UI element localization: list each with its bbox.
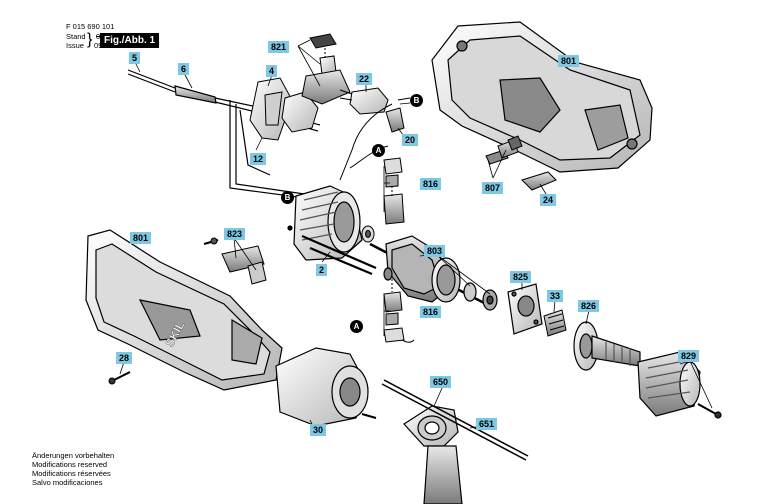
connector-b-upper: B: [410, 94, 423, 107]
armature: [369, 235, 498, 311]
gear-housing: [275, 347, 377, 427]
housing-half-bottom: [85, 229, 283, 391]
part-33-label: 33: [547, 290, 564, 302]
part-5-label: 5: [129, 52, 141, 64]
switch-assembly: [301, 33, 351, 105]
part-12-label: 12: [250, 153, 267, 165]
part-20-label: 20: [402, 134, 419, 146]
part-807-label: 807: [482, 182, 504, 194]
part-816-lower-label: 816: [420, 306, 442, 318]
part-24-label: 24: [540, 194, 557, 206]
footer-line-de: Änderungen vorbehalten: [32, 451, 115, 460]
depth-stop-rod: [381, 379, 529, 461]
field-stator: [287, 185, 363, 261]
screws-807: [485, 135, 523, 165]
part-825-label: 825: [510, 271, 532, 283]
stand-label: Stand: [66, 32, 86, 41]
footer-line-es: Salvo modificaciones: [32, 478, 103, 487]
part-30-label: 30: [310, 424, 327, 436]
drill-chuck: [637, 351, 722, 419]
connector-a-lower: A: [350, 320, 363, 333]
part-22-label: 22: [356, 73, 373, 85]
part-801-top-label: 801: [558, 55, 580, 67]
part-4-label: 4: [266, 65, 278, 77]
part-650-label: 650: [430, 376, 452, 388]
footer-line-fr: Modifications réservées: [32, 469, 111, 478]
part-803-label: 803: [424, 245, 446, 257]
part-2-label: 2: [316, 264, 328, 276]
wire-clip: [385, 107, 405, 133]
stator-bolts: [301, 234, 377, 276]
part-28-label: 28: [116, 352, 133, 364]
issue-label: Issue: [66, 41, 84, 50]
carbon-brush-upper: [383, 157, 405, 225]
gear-shaft: [573, 321, 641, 371]
part-number: F 015 690 101: [66, 22, 115, 31]
carbon-brush-lower: [383, 275, 405, 343]
bearing-plate: [507, 283, 543, 335]
connector-b-lower: B: [281, 191, 294, 204]
figure-label: Fig./Abb. 1: [100, 33, 160, 48]
leader-lines: [119, 39, 713, 429]
connector-a-upper: A: [372, 144, 385, 157]
part-651-label: 651: [476, 418, 498, 430]
power-cord: [127, 69, 321, 201]
part-821-label: 821: [268, 41, 290, 53]
part-816-upper-label: 816: [420, 178, 442, 190]
housing-half-top: [431, 21, 653, 173]
part-823-label: 823: [224, 228, 246, 240]
bracket-symbol: }: [87, 31, 93, 48]
part-826-label: 826: [578, 300, 600, 312]
footer-line-en: Modifications reserved: [32, 460, 108, 469]
auxiliary-handle: [403, 405, 463, 504]
part-829-label: 829: [678, 350, 700, 362]
gear-pinion: [543, 309, 567, 337]
electronic-switch: [339, 87, 389, 115]
bearing-front: [361, 225, 375, 243]
cover-plate: [521, 171, 557, 191]
part-6-label: 6: [178, 63, 190, 75]
cable-clamp: [249, 77, 293, 141]
handle-cover-plate: [203, 237, 267, 285]
housing-screw: [108, 371, 131, 385]
part-801-bottom-label: 801: [130, 232, 152, 244]
